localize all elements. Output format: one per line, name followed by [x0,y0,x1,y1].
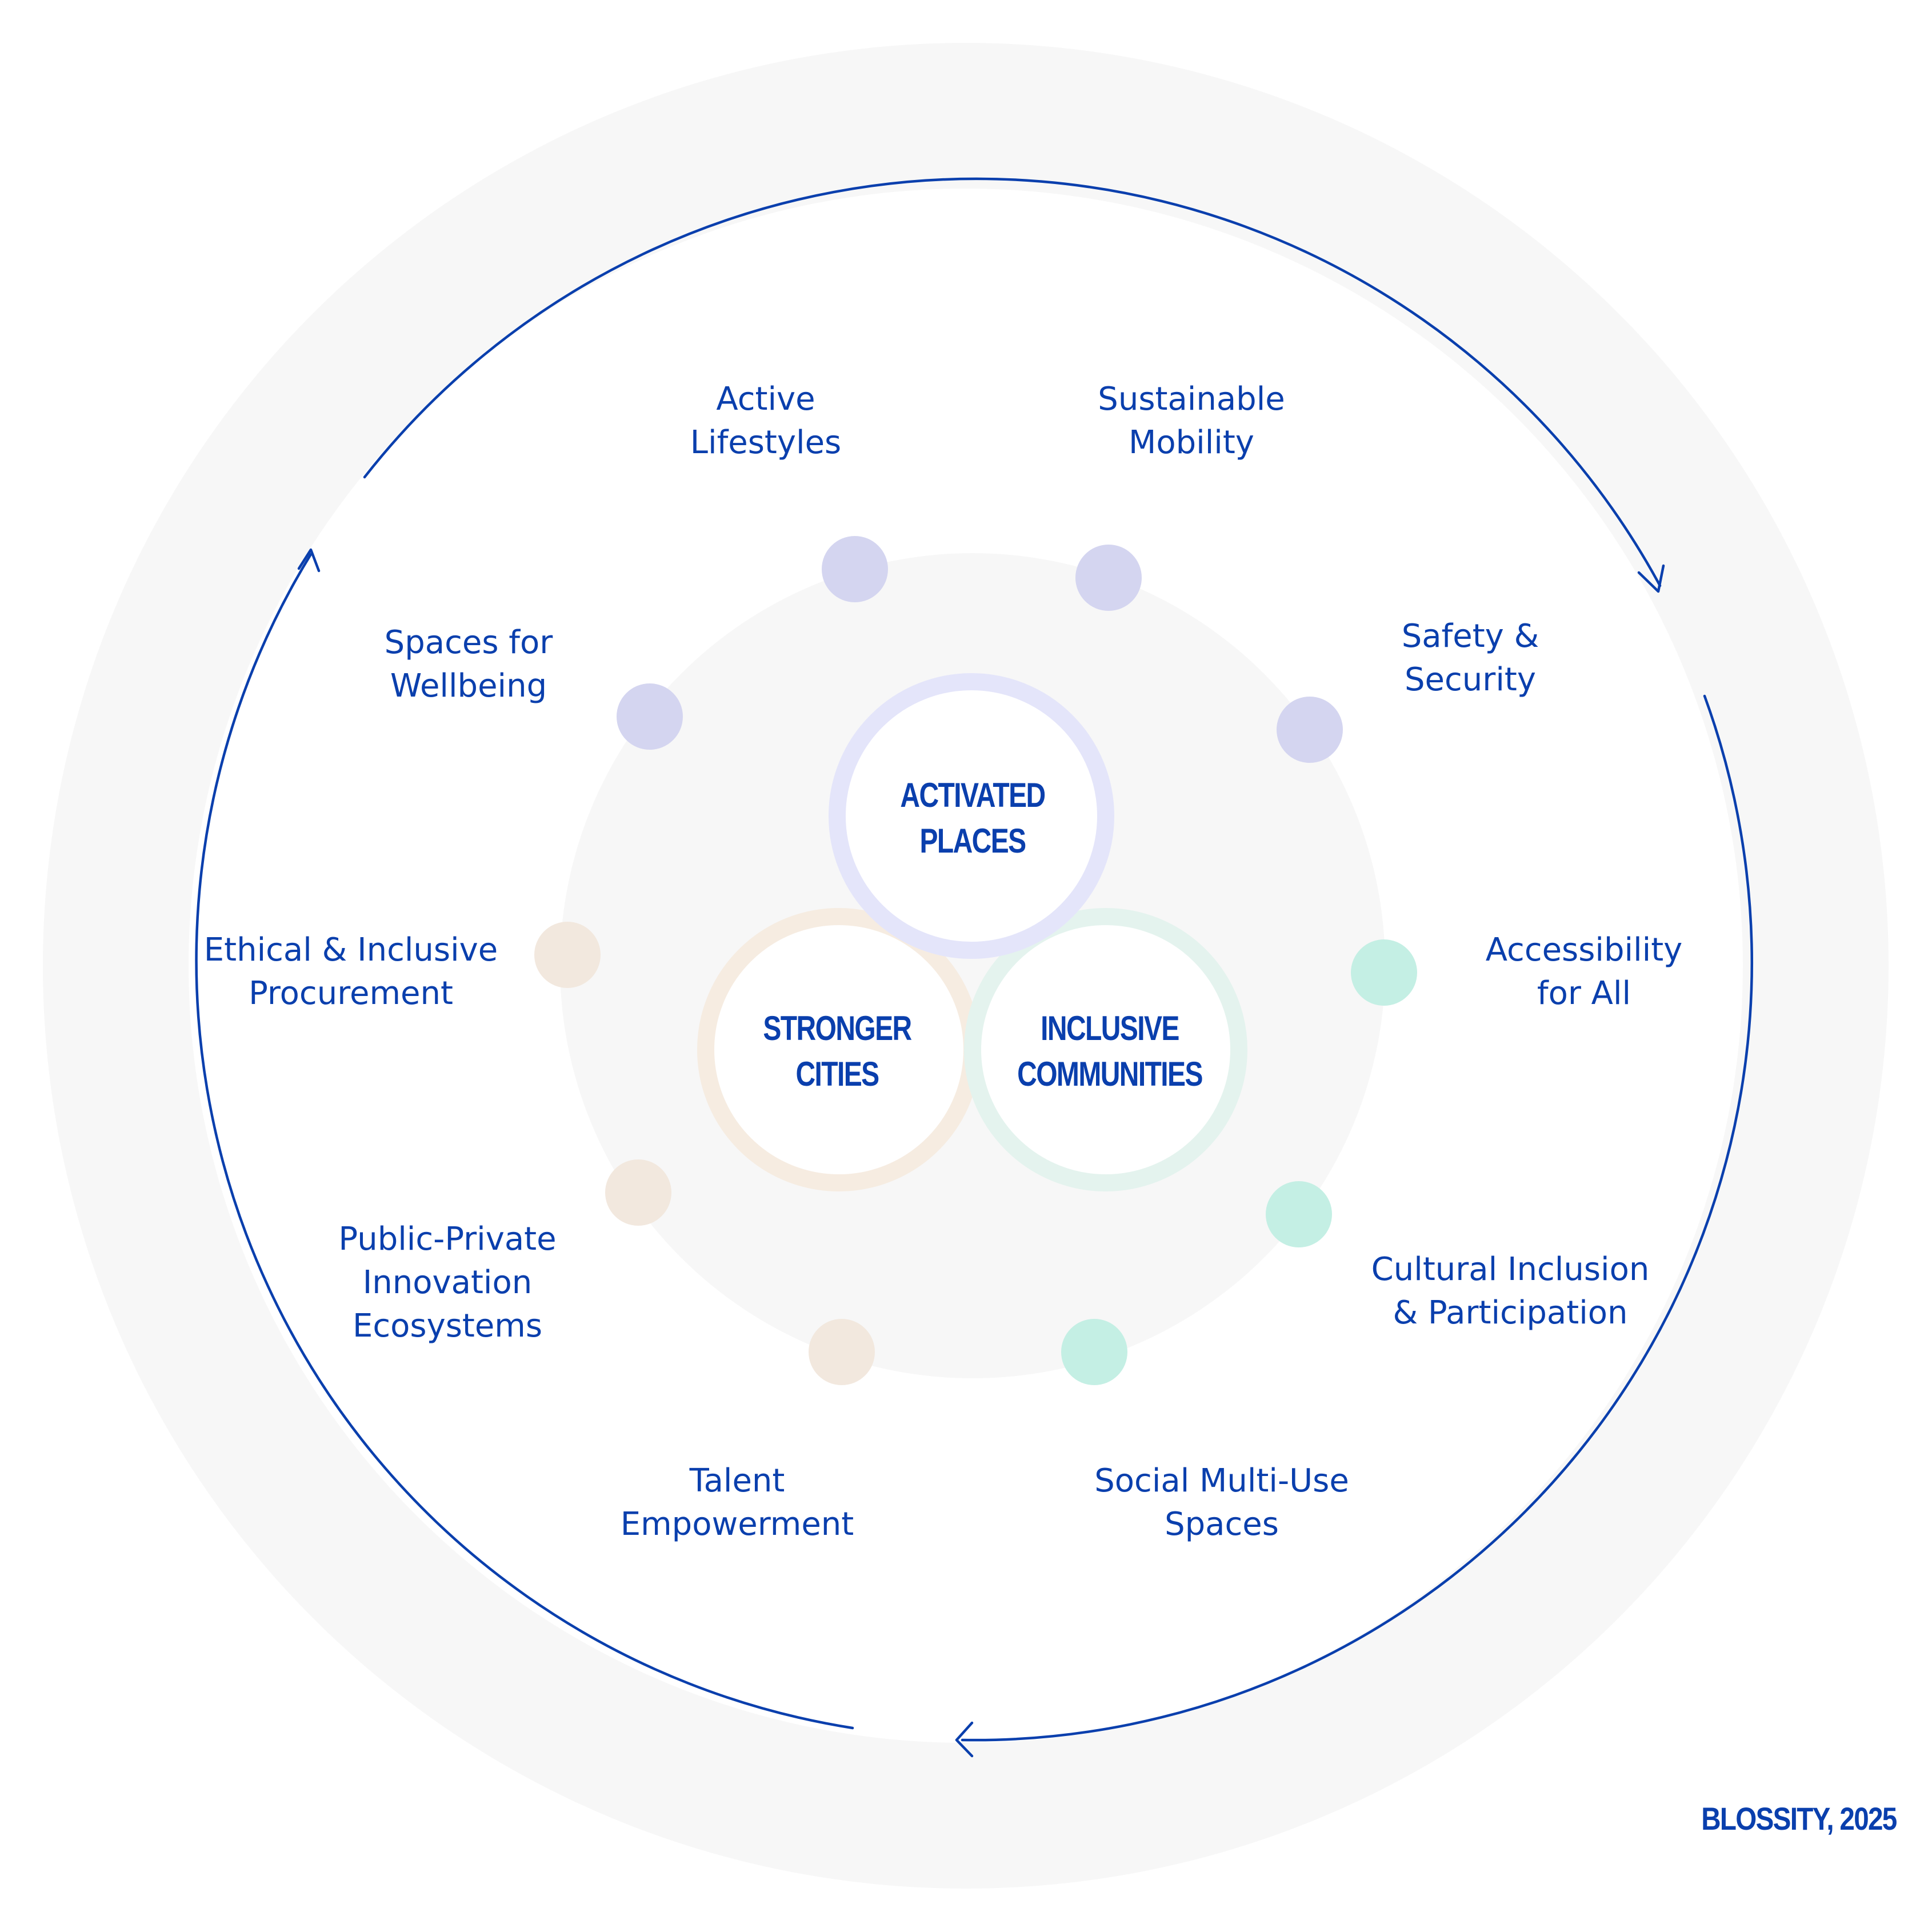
arrowhead-bottom [955,1721,974,1758]
dot-ethical-procurement [534,922,601,988]
cycle-arc-right [961,694,1753,1742]
cycle-arc-left [195,553,854,1730]
core-circle-activated [829,673,1114,959]
arrowhead-right [1637,564,1665,593]
label-talent: Talent Empowerment [620,1462,854,1543]
label-sustainable-mobility: Sustainable Mobility [1098,381,1285,461]
label-active-lifestyles: Active Lifestyles [690,381,842,461]
dot-safety-security [1277,697,1343,763]
dot-public-private [605,1159,671,1226]
dot-accessibility [1351,939,1417,1006]
label-public-private: Public-Private Innovation Ecosystems [338,1221,557,1345]
label-accessibility: Accessibility for All [1485,931,1683,1012]
credit-label: BLOSSITY, 2025 [1701,1801,1898,1837]
dot-talent [809,1319,875,1385]
label-safety-security: Safety & Security [1401,618,1539,698]
core-label-activated: ACTIVATED PLACES [900,776,1046,860]
core-circle-inclusive [964,908,1247,1191]
dot-active-lifestyles [822,536,888,602]
dot-spaces-wellbeing [617,683,683,750]
core-label-stronger: STRONGER CITIES [763,1009,912,1093]
dot-sustainable-mobility [1075,545,1142,611]
label-spaces-wellbeing: Spaces for Wellbeing [384,624,553,705]
label-cultural-inclusion: Cultural Inclusion & Participation [1371,1251,1650,1331]
label-social-spaces: Social Multi-Use Spaces [1094,1462,1349,1543]
inner-disc [560,553,1385,1378]
core-label-inclusive: INCLUSIVE COMMUNITIES [1017,1009,1203,1093]
dot-social-spaces [1061,1319,1127,1385]
cycle-arc-top [363,177,1662,587]
dot-cultural-inclusion [1266,1181,1332,1247]
arrowhead-left [297,548,321,573]
label-ethical-procurement: Ethical & Inclusive Procurement [203,931,498,1012]
